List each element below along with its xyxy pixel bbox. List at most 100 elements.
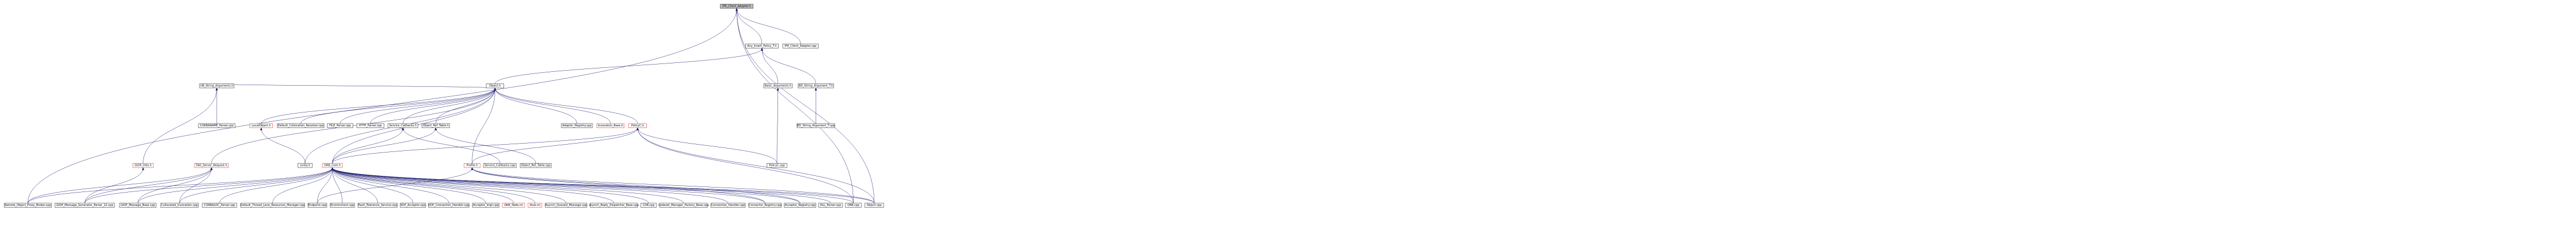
node-label: Object_Ref_Table.cpp: [521, 164, 551, 167]
node-dll-parser-cpp[interactable]: DLL_Parser.cpp: [818, 203, 843, 208]
node-connection-handler-cpp[interactable]: Connection_Handler.cpp: [710, 203, 746, 208]
node-label: corba.h: [300, 164, 311, 167]
edge-object-cpp-to-ifr-client-adapter-h: [737, 9, 875, 204]
edge-basic-arguments-h-to-any-insert-policy-t-h: [762, 48, 778, 84]
node-label: Asynch_Queued_Message.cpp: [545, 204, 587, 207]
node-policyc-cpp[interactable]: PolicyC.cpp: [766, 163, 788, 168]
node-label: HTTP_Parser.cpp: [359, 124, 382, 127]
edge-giop-message-generator-parser-12-cpp-to-orb-core-h: [84, 168, 333, 204]
node-file-parser-cpp[interactable]: FILE_Parser.cpp: [327, 123, 353, 128]
node-label: UB_String_Arguments.h: [200, 84, 233, 87]
edge-collocated-invocation-cpp-to-tao-server-request-h: [179, 168, 212, 204]
node-label: FILE_Parser.cpp: [330, 124, 351, 127]
node-giop-message-base-cpp[interactable]: GIOP_Message_Base.cpp: [119, 203, 157, 208]
node-label: Asynch_Reply_Dispatcher_Base.cpp: [589, 204, 639, 207]
node-object-cpp[interactable]: Object.cpp: [864, 203, 884, 208]
node-fault-tolerance-service-cpp[interactable]: Fault_Tolerance_Service.cpp: [357, 203, 398, 208]
node-label: CDR.cpp: [642, 204, 654, 207]
edge-remote-object-proxy-broker-cpp-to-orb-core-h: [27, 168, 332, 204]
node-label: Fault_Tolerance_Service.cpp: [358, 204, 397, 207]
node-label: Adapter_Registry.cpp: [562, 124, 592, 127]
node-ifr-client-adapter-cpp[interactable]: IFR_Client_Adapter.cpp: [783, 43, 819, 48]
node-environment-cpp[interactable]: Environment.cpp: [330, 203, 355, 208]
edge-object-h-to-any-insert-policy-t-h: [495, 48, 762, 84]
node-invocation-base-h[interactable]: Invocation_Base.h: [596, 123, 625, 128]
edge-remote-object-proxy-broker-cpp-to-tao-server-request-h: [27, 168, 212, 204]
edge-policyc-cpp-to-basic-arguments-h: [777, 88, 778, 164]
edge-dll-parser-cpp-to-orb-core-h: [332, 168, 831, 204]
node-acceptor-registry-cpp[interactable]: Acceptor_Registry.cpp: [784, 203, 816, 208]
edge-collocated-invocation-cpp-to-orb-core-h: [179, 168, 332, 204]
node-codeset-manager-factory-base-cpp[interactable]: Codeset_Manager_Factory_Base.cpp: [659, 203, 709, 208]
node-label: Connection_Handler.cpp: [711, 204, 745, 207]
node-corbaname-parser-cpp[interactable]: CORBANAME_Parser.cpp: [198, 123, 236, 128]
node-label: TAO_Server_Request.h: [195, 164, 227, 167]
node-giop-message-generator-parser-12-cpp[interactable]: GIOP_Message_Generator_Parser_12.cpp: [54, 203, 115, 208]
node-cdr-cpp[interactable]: CDR.cpp: [640, 203, 657, 208]
node-label: Acceptor_Registry.cpp: [785, 204, 815, 207]
node-orb-core-h[interactable]: ORB_Core.h: [322, 163, 343, 168]
node-adapter-registry-cpp[interactable]: Adapter_Registry.cpp: [561, 123, 593, 128]
node-label: PolicyC.cpp: [769, 164, 785, 167]
node-label: BD_String_Argument_T.h: [799, 84, 833, 87]
node-object-h[interactable]: Object.h: [486, 83, 504, 88]
node-bd-string-argument-t-cpp[interactable]: BD_String_Argument_T.cpp: [796, 123, 835, 128]
node-label: PolicyC.h: [631, 124, 644, 127]
node-localobject-h[interactable]: LocalObject.h: [250, 123, 273, 128]
node-profile-h[interactable]: Profile.h: [464, 163, 481, 168]
node-orb-table-inl[interactable]: ORB_Table.inl: [502, 203, 525, 208]
edge-ub-string-arguments-h-to-object-h: [216, 83, 495, 88]
node-orb-cpp[interactable]: ORB.cpp: [845, 203, 862, 208]
node-bd-string-argument-t-h[interactable]: BD_String_Argument_T.h: [798, 83, 834, 88]
node-asynch-queued-message-cpp[interactable]: Asynch_Queued_Message.cpp: [545, 203, 587, 208]
node-policyc-h[interactable]: PolicyC.h: [628, 123, 647, 128]
node-label: Basic_Arguments.h: [765, 84, 791, 87]
node-service-callbacks-h[interactable]: Service_Callbacks.h: [387, 123, 418, 128]
node-stub-inl[interactable]: Stub.inl: [527, 203, 542, 208]
edge-stub-inl-to-orb-core-h: [332, 168, 535, 204]
node-label: Connector_Registry.cpp: [749, 204, 781, 207]
node-service-callbacks-cpp[interactable]: Service_Callbacks.cpp: [483, 163, 517, 168]
edge-orb-cpp-to-policyc-h: [637, 128, 854, 204]
node-object-ref-table-cpp[interactable]: Object_Ref_Table.cpp: [520, 163, 552, 168]
node-ub-string-arguments-h[interactable]: UB_String_Arguments.h: [199, 83, 235, 88]
edge-default-thread-lane-resources-manager-cpp-to-orb-core-h: [272, 168, 333, 204]
node-connector-registry-cpp[interactable]: Connector_Registry.cpp: [748, 203, 782, 208]
node-default-collocation-resolver-cpp[interactable]: Default_Collocation_Resolver.cpp: [277, 123, 325, 128]
edge-giop-message-base-cpp-to-tao-server-request-h: [137, 168, 212, 204]
node-collocated-invocation-cpp[interactable]: Collocated_Invocation.cpp: [160, 203, 199, 208]
node-label: Profile.h: [466, 164, 477, 167]
node-corbaloc-parser-cpp[interactable]: CORBALOC_Parser.cpp: [202, 203, 237, 208]
node-iiop-acceptor-cpp[interactable]: IIOP_Acceptor.cpp: [400, 203, 426, 208]
edge-environment-cpp-to-orb-core-h: [332, 168, 343, 204]
node-label: Object_Ref_Table.h: [422, 124, 449, 127]
node-remote-object-proxy-broker-cpp[interactable]: Remote_Object_Proxy_Broker.cpp: [4, 203, 52, 208]
node-label: Codeset_Manager_Factory_Base.cpp: [659, 204, 709, 207]
edge-endpoint-cpp-to-orb-core-h: [317, 168, 332, 204]
node-label: Object.cpp: [867, 204, 882, 207]
node-label: GIOP_Utils.h: [134, 164, 152, 167]
edge-acceptor-registry-cpp-to-orb-core-h: [332, 168, 800, 204]
node-label: IIOP_Acceptor.cpp: [401, 204, 426, 207]
node-any-insert-policy-t-h[interactable]: Any_Insert_Policy_T.h: [745, 43, 779, 48]
node-label: CORBANAME_Parser.cpp: [200, 124, 234, 127]
edge-orb-cpp-to-ifr-client-adapter-h: [737, 9, 854, 204]
node-iiop-connection-handler-cpp[interactable]: IIOP_Connection_Handler.cpp: [428, 203, 470, 208]
node-ifr-client-adapter-h[interactable]: IFR_Client_Adapter.h: [720, 4, 754, 9]
edge-object-cpp-to-profile-h: [472, 168, 875, 204]
node-giop-utils-h[interactable]: GIOP_Utils.h: [132, 163, 154, 168]
edge-adapter-registry-cpp-to-object-h: [495, 88, 577, 124]
edge-http-parser-cpp-to-object-h: [370, 88, 495, 124]
node-tao-server-request-h[interactable]: TAO_Server_Request.h: [194, 163, 229, 168]
node-object-ref-table-h[interactable]: Object_Ref_Table.h: [421, 123, 450, 128]
edge-localobject-h-to-object-h: [261, 88, 495, 124]
node-http-parser-cpp[interactable]: HTTP_Parser.cpp: [356, 123, 385, 128]
node-acceptor-impl-cpp[interactable]: Acceptor_Impl.cpp: [472, 203, 500, 208]
node-endpoint-cpp[interactable]: Endpoint.cpp: [307, 203, 327, 208]
node-asynch-reply-dispatcher-base-cpp[interactable]: Asynch_Reply_Dispatcher_Base.cpp: [589, 203, 639, 208]
node-basic-arguments-h[interactable]: Basic_Arguments.h: [763, 83, 793, 88]
node-corba-h[interactable]: corba.h: [297, 163, 313, 168]
node-default-thread-lane-resources-manager-cpp[interactable]: Default_Thread_Lane_Resources_Manager.cp…: [241, 203, 305, 208]
node-label: Service_Callbacks.cpp: [485, 164, 516, 167]
